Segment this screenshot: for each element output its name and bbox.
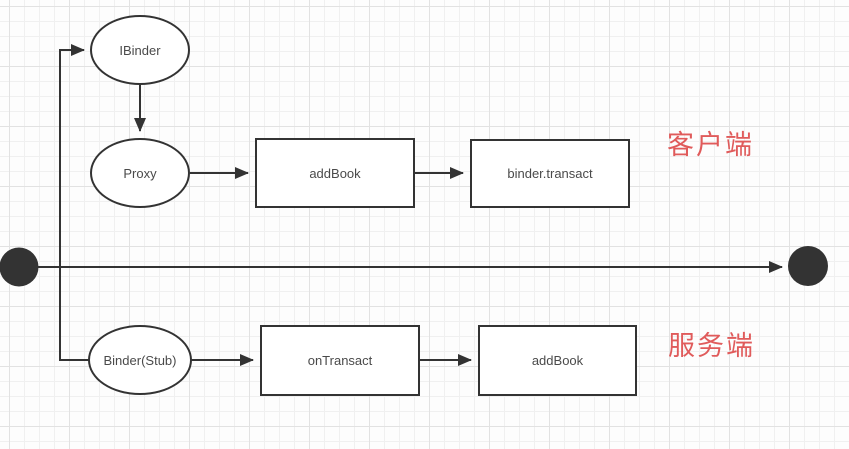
node-binder-stub: Binder(Stub) [88,325,192,395]
node-binder-stub-label: Binder(Stub) [103,352,177,368]
node-proxy: Proxy [90,138,190,208]
edge-stub-to-ibinder [59,44,90,361]
zone-label-client: 客户端 [667,130,754,160]
node-addbook-client-label: addBook [309,165,361,181]
timeline-end-dot [788,246,828,286]
node-binder-transact-label: binder.transact [507,166,593,181]
node-ibinder-label: IBinder [119,42,161,58]
node-ontransact-label: onTransact [307,353,373,368]
timeline-start-dot [0,247,39,287]
node-addbook-server-label: addBook [531,353,584,368]
node-proxy-label: Proxy [123,165,157,181]
node-binder-transact: binder.transact [470,139,630,208]
node-addbook-server: addBook [478,325,637,396]
node-addbook-client: addBook [255,138,415,208]
node-ibinder: IBinder [90,15,190,85]
zone-label-server: 服务端 [668,331,755,361]
node-ontransact: onTransact [260,325,420,396]
